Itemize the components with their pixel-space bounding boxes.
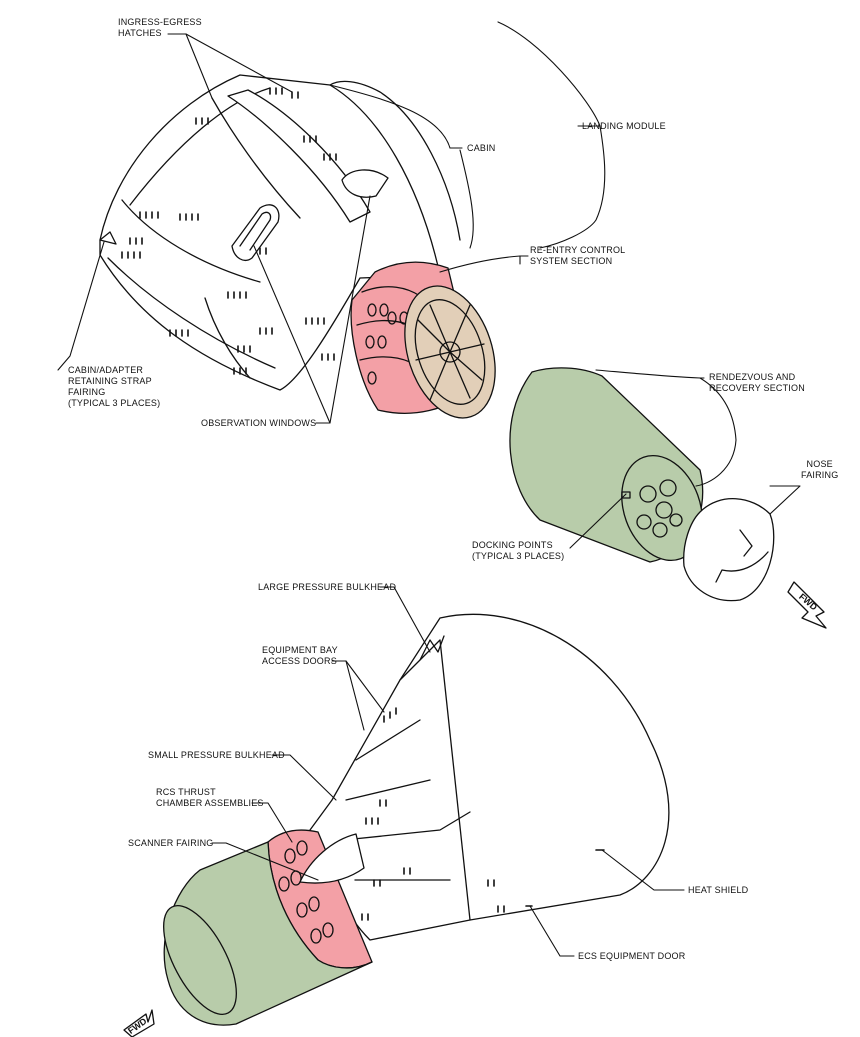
label-line: NOSE (806, 459, 833, 469)
label-line: RCS THRUST (156, 787, 216, 797)
observation-window-left (231, 204, 280, 261)
retro-section (163, 841, 373, 1026)
scanner-fairing-shape (299, 833, 365, 884)
forward-hatch-face (404, 285, 496, 419)
label-reentry-control: RE-ENTRY CONTROL SYSTEM SECTION (530, 245, 625, 267)
label-line: CABIN/ADAPTER (68, 365, 144, 375)
label-line: ACCESS DOORS (262, 656, 337, 666)
label-line: DOCKING POINTS (472, 540, 553, 550)
label-ingress-egress-hatches: INGRESS-EGRESS HATCHES (118, 17, 202, 39)
label-line: RETAINING STRAP (68, 376, 152, 386)
nose-fairing (683, 498, 775, 602)
cabin-assembly (99, 74, 496, 419)
label-line: INGRESS-EGRESS (118, 17, 202, 27)
docking-point (621, 491, 631, 499)
label-rcs-thrust-chambers: RCS THRUST CHAMBER ASSEMBLIES (156, 787, 264, 809)
label-line: RECOVERY SECTION (709, 383, 805, 393)
label-nose-fairing: NOSE FAIRING (801, 459, 838, 481)
label-line: RENDEZVOUS AND (709, 372, 796, 382)
fwd-arrow-upper (787, 581, 827, 629)
label-line: (TYPICAL 3 PLACES) (472, 551, 565, 561)
strap-fairing-marker (99, 231, 117, 245)
rendezvous-recovery-section (509, 367, 704, 563)
fwd-arrow-lower (123, 1009, 155, 1037)
label-line: (TYPICAL 3 PLACES) (68, 398, 161, 408)
label-heat-shield: HEAT SHIELD (688, 885, 749, 895)
label-scanner-fairing: SCANNER FAIRING (128, 838, 214, 848)
label-line: SYSTEM SECTION (530, 256, 613, 266)
label-ecs-equipment-door: ECS EQUIPMENT DOOR (578, 951, 686, 961)
label-large-pressure-bulkhead: LARGE PRESSURE BULKHEAD (258, 582, 397, 592)
label-equipment-bay-doors: EQUIPMENT BAY ACCESS DOORS (262, 645, 338, 667)
leader-lines (57, 21, 801, 957)
label-line: HATCHES (118, 28, 162, 38)
label-line: FAIRING (801, 470, 839, 480)
label-landing-module: LANDING MODULE (582, 121, 666, 131)
adapter-assembly (163, 613, 670, 1026)
observation-window-right (341, 169, 389, 198)
label-line: RE-ENTRY CONTROL (530, 245, 626, 255)
label-observation-windows: OBSERVATION WINDOWS (201, 418, 317, 428)
label-line: CHAMBER ASSEMBLIES (156, 798, 264, 808)
label-cabin-adapter-fairing: CABIN/ADAPTER RETAINING STRAP FAIRING (T… (68, 365, 160, 409)
label-docking-points: DOCKING POINTS (TYPICAL 3 PLACES) (472, 540, 564, 562)
label-small-pressure-bulkhead: SMALL PRESSURE BULKHEAD (148, 750, 285, 760)
label-rendezvous-recovery: RENDEZVOUS AND RECOVERY SECTION (709, 372, 805, 394)
label-line: EQUIPMENT BAY (262, 645, 338, 655)
label-line: FAIRING (68, 387, 106, 397)
label-cabin: CABIN (467, 143, 496, 153)
